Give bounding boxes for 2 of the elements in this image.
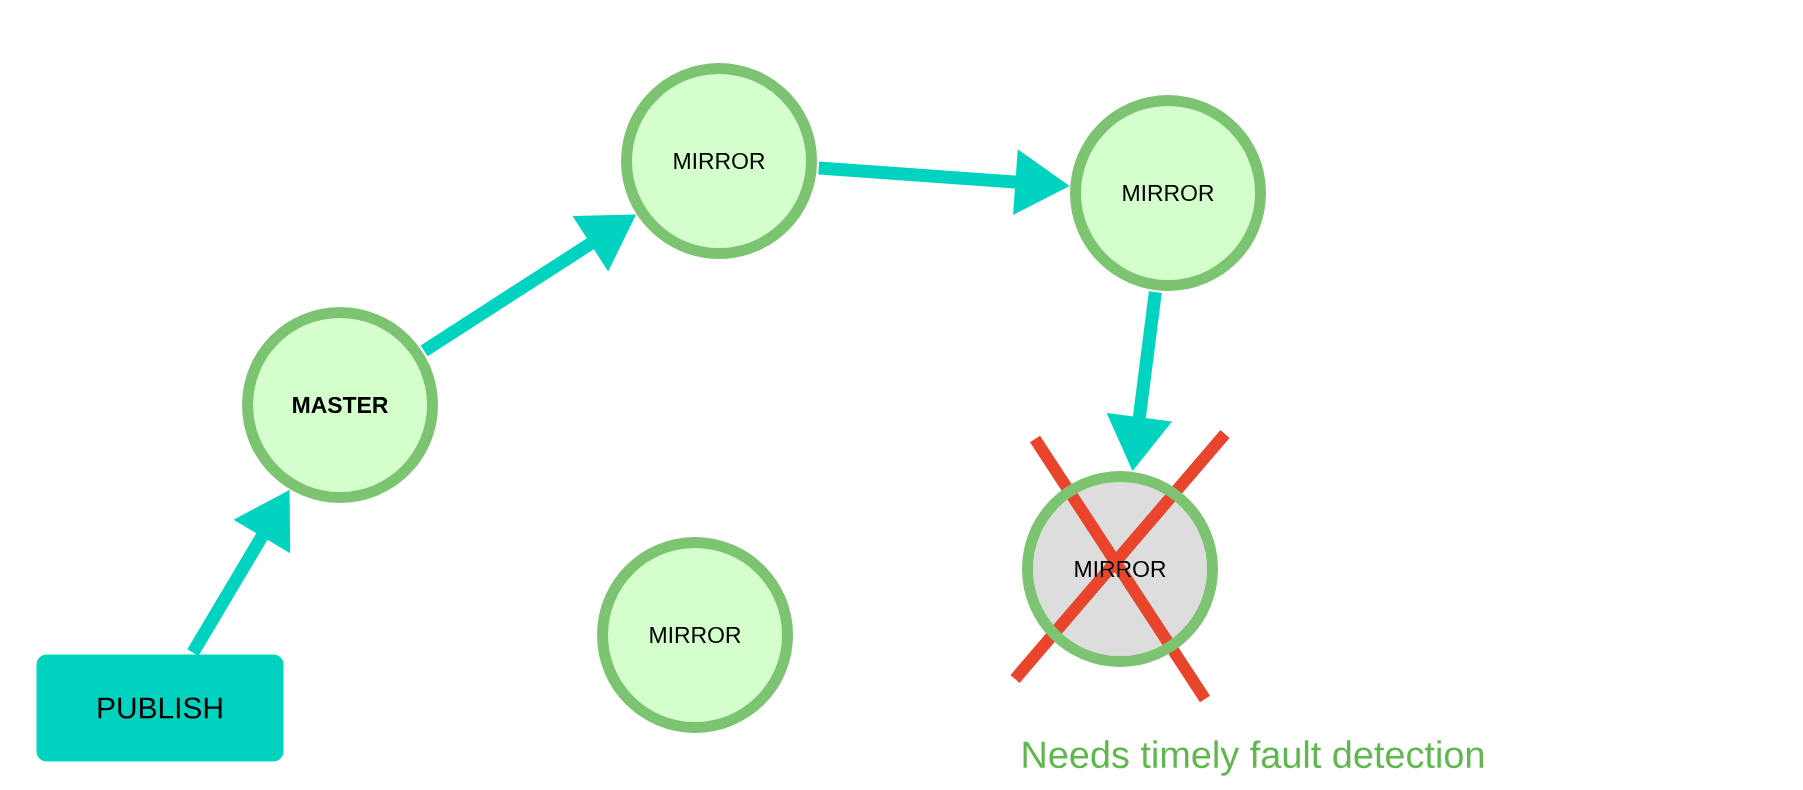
note-text: Needs timely fault detection bbox=[1023, 740, 1483, 776]
publish-box: PUBLISH bbox=[36, 654, 284, 762]
